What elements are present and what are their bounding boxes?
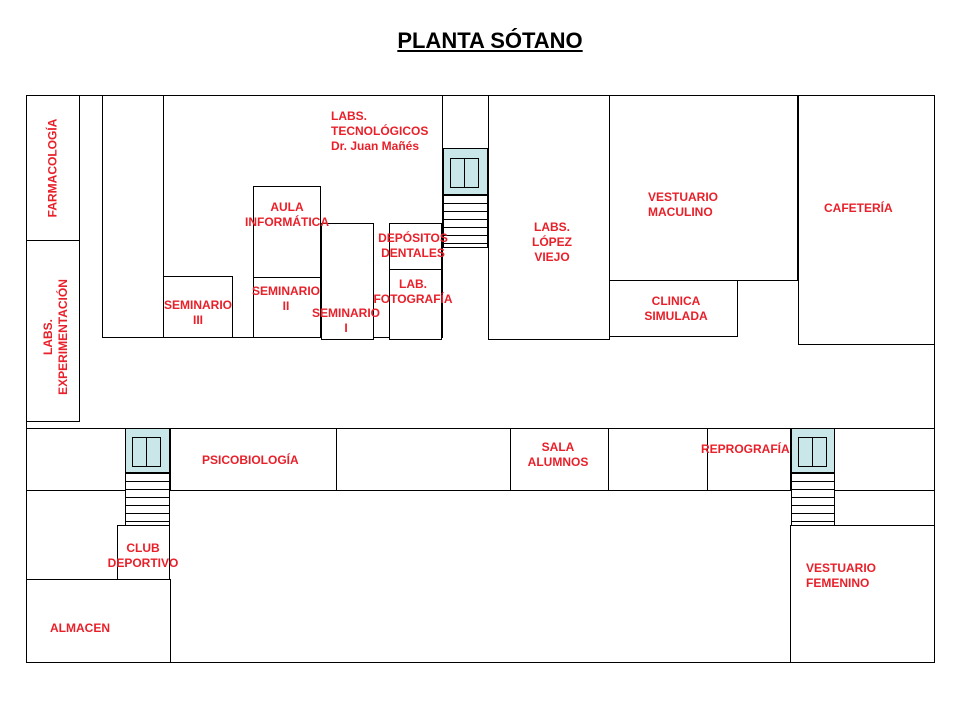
floor-plan-title: PLANTA SÓTANO — [397, 28, 583, 53]
elevator-east — [791, 428, 835, 473]
label-lab-fotografia: LAB. FOTOGRAFÍA — [373, 277, 453, 306]
label-depositos-dentales: DEPÓSITOS DENTALES — [378, 231, 448, 260]
room-sala-alumnos[interactable] — [510, 428, 609, 491]
room-seminario-ii[interactable] — [253, 277, 321, 338]
label-seminario-ii: SEMINARIO II — [251, 284, 321, 313]
label-farmacologia: FARMACOLOGÍA — [45, 118, 60, 218]
stairs-east — [791, 472, 835, 526]
label-labs-lopez-viejo: LABS. LÓPEZ VIEJO — [531, 220, 573, 264]
label-psicobiologia: PSICOBIOLOGÍA — [202, 453, 299, 467]
label-clinica-simulada: CLINICA SIMULADA — [644, 294, 708, 323]
label-reprografia: REPROGRAFÍA — [701, 442, 790, 456]
room-psicobiologia[interactable] — [170, 428, 337, 491]
label-labs-tecnologicos: LABS. TECNOLÓGICOS Dr. Juan Mañés — [331, 109, 429, 153]
elevator-west — [125, 428, 170, 473]
elevator-door-icon — [450, 158, 465, 188]
label-seminario-i: SEMINARIO I — [311, 306, 381, 335]
elevator-door-icon — [798, 437, 813, 467]
label-aula-informatica: AULA INFORMÁTICA — [245, 200, 329, 229]
elevator-north — [443, 148, 488, 195]
label-sala-alumnos: SALA ALUMNOS — [527, 440, 589, 469]
room-seminario-i[interactable] — [321, 223, 374, 340]
room-farmacologia[interactable] — [26, 95, 80, 241]
room-north-block-1[interactable] — [102, 95, 164, 338]
room-vestuario-masculino[interactable] — [609, 95, 798, 281]
label-club-deportivo: CLUB DEPORTIVO — [107, 541, 179, 570]
room-seminario-iii[interactable] — [163, 276, 233, 338]
room-club-deportivo[interactable] — [117, 525, 170, 580]
room-cafeteria[interactable] — [798, 95, 935, 345]
room-labs-lopez-viejo[interactable] — [488, 95, 610, 340]
label-seminario-iii: SEMINARIO III — [163, 298, 233, 327]
label-cafeteria: CAFETERÍA — [824, 201, 893, 215]
room-vestuario-femenino[interactable] — [790, 525, 935, 663]
room-reprografia[interactable] — [707, 428, 791, 491]
label-vestuario-femenino: VESTUARIO FEMENINO — [806, 561, 877, 590]
room-depositos-dentales[interactable] — [389, 223, 442, 270]
elevator-door-icon — [132, 437, 147, 467]
room-almacen[interactable] — [26, 579, 171, 663]
elevator-door-icon — [146, 437, 161, 467]
stairs-north — [443, 194, 488, 248]
label-almacen: ALMACEN — [50, 621, 110, 635]
stairs-west — [125, 472, 170, 526]
elevator-door-icon — [812, 437, 827, 467]
room-aula-informatica[interactable] — [253, 186, 321, 278]
room-lab-fotografia[interactable] — [389, 269, 442, 340]
room-clinica-simulada[interactable] — [609, 280, 738, 337]
room-labs-experimentacion[interactable] — [26, 240, 80, 422]
label-labs-experimentacion: LABS. EXPERIMENTACIÓN — [41, 279, 70, 395]
elevator-door-icon — [464, 158, 479, 188]
label-vestuario-masculino: VESTUARIO MACULINO — [648, 190, 719, 219]
